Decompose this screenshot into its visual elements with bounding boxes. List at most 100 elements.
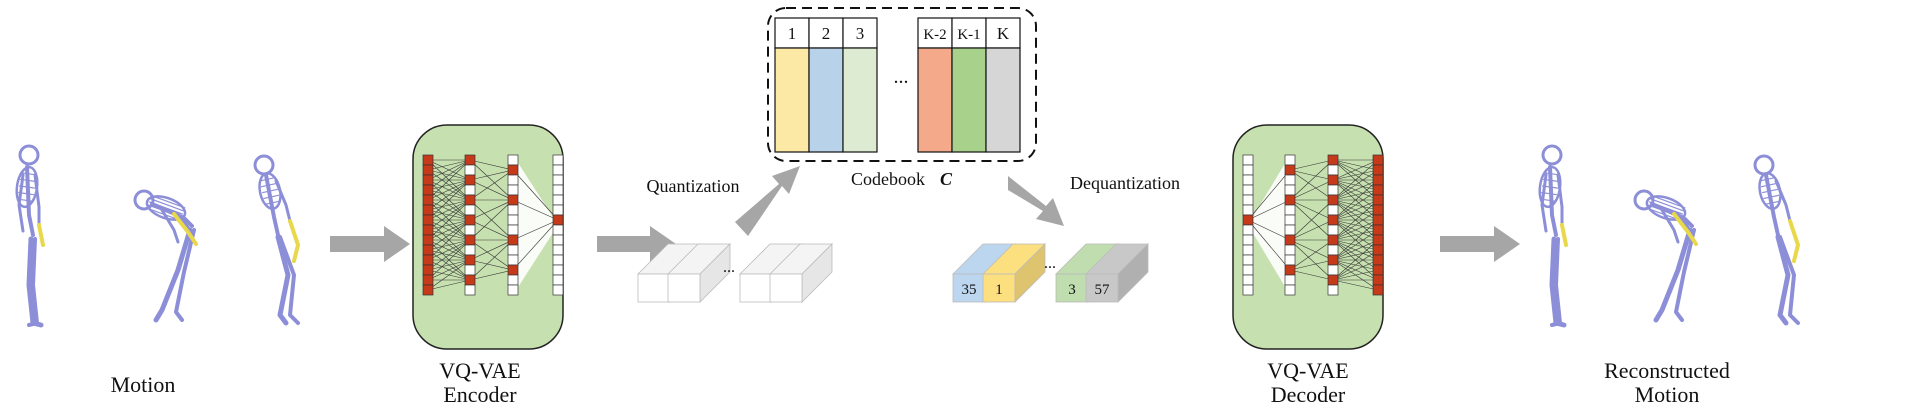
codebook-entry-index: 2 [822, 24, 831, 43]
active-unit [464, 194, 476, 206]
active-unit [1327, 234, 1339, 246]
network-connection [1289, 199, 1334, 221]
inactive-unit [1284, 154, 1296, 166]
inactive-unit [552, 254, 564, 266]
quantized-token-value: 3 [1068, 282, 1076, 298]
active-unit [422, 224, 434, 236]
active-unit [464, 154, 476, 166]
quantized-token-value: 1 [995, 282, 1003, 298]
active-unit [1372, 214, 1384, 226]
inactive-unit [507, 214, 519, 226]
network-fan [513, 155, 558, 295]
network-connection [427, 159, 471, 181]
network-connection [1332, 159, 1379, 171]
active-unit [1372, 264, 1384, 276]
active-unit [1372, 234, 1384, 246]
inactive-unit [1284, 254, 1296, 266]
codebook-entry-vector [951, 47, 987, 153]
active-unit [1372, 174, 1384, 186]
quantized-token-value: 57 [1095, 282, 1111, 298]
inactive-unit [552, 184, 564, 196]
network-connection [1332, 219, 1379, 251]
quantized-token-block [982, 243, 1046, 303]
inactive-unit [507, 244, 519, 256]
active-unit [552, 214, 564, 226]
inactive-unit [552, 264, 564, 276]
network-connection [1332, 279, 1379, 291]
active-unit [422, 284, 434, 296]
inactive-unit [464, 184, 476, 196]
network-connection [1332, 179, 1379, 211]
active-unit [422, 264, 434, 276]
continuous-latents: ... [637, 243, 833, 303]
active-unit [1372, 224, 1384, 236]
vq-vae-decoder [1232, 124, 1384, 350]
network-connection [427, 159, 471, 201]
network-connection [427, 199, 471, 241]
network-connection [427, 219, 471, 251]
network-connection [427, 239, 471, 271]
active-unit [464, 234, 476, 246]
codebook-label: Codebook [851, 169, 925, 189]
network-connection [1289, 169, 1334, 201]
network-connection [1332, 179, 1379, 191]
active-unit [422, 254, 434, 266]
network-connection [1332, 239, 1379, 281]
network-connection [512, 219, 559, 271]
active-unit [422, 184, 434, 196]
active-unit [422, 164, 434, 176]
codebook-ellipsis: ... [894, 66, 909, 88]
network-connection [427, 259, 471, 291]
inactive-unit [552, 174, 564, 186]
network-connection [1289, 239, 1334, 261]
network-connection [427, 159, 471, 191]
inactive-unit [464, 264, 476, 276]
active-unit [1372, 154, 1384, 166]
arrow-to-encoder [330, 226, 410, 262]
active-unit [464, 254, 476, 266]
latent-ellipsis: ... [723, 259, 735, 276]
inactive-unit [1242, 174, 1254, 186]
active-unit [1242, 214, 1254, 226]
active-unit [422, 194, 434, 206]
latent-vector-block [667, 243, 731, 303]
quantized-token-value: 35 [962, 282, 977, 298]
active-unit [1327, 274, 1339, 286]
codebook-entry-header [842, 17, 878, 49]
codebook-entry-header [985, 17, 1021, 49]
network-connection [427, 179, 471, 221]
codebook-entry-vector [985, 47, 1021, 153]
codebook-entry-header [951, 17, 987, 49]
network-connection [469, 239, 514, 261]
active-unit [1372, 184, 1384, 196]
network-connection [1289, 159, 1334, 201]
inactive-unit [1327, 284, 1339, 296]
network-connection [1289, 179, 1334, 201]
codebook-entry-header [917, 17, 953, 49]
network-connection [469, 239, 514, 271]
active-unit [507, 194, 519, 206]
active-unit [1284, 264, 1296, 276]
output-skeleton-2 [1633, 189, 1698, 323]
network-connection [469, 169, 514, 181]
inactive-unit [464, 164, 476, 176]
network-connection [1332, 239, 1379, 261]
inactive-unit [1327, 204, 1339, 216]
inactive-unit [1242, 284, 1254, 296]
active-unit [1284, 164, 1296, 176]
dequantization-arrow [1008, 176, 1064, 226]
network-connection [469, 159, 514, 171]
inactive-unit [464, 204, 476, 216]
inactive-unit [552, 234, 564, 246]
network-connection [1332, 219, 1379, 261]
inactive-unit [507, 284, 519, 296]
network-connection [1247, 219, 1291, 271]
inactive-unit [1242, 164, 1254, 176]
quantization-arrow [735, 166, 800, 236]
active-unit [422, 274, 434, 286]
reconstructed-label-line2: Motion [1635, 382, 1700, 407]
inactive-unit [507, 204, 519, 216]
inactive-unit [552, 164, 564, 176]
inactive-unit [552, 244, 564, 256]
